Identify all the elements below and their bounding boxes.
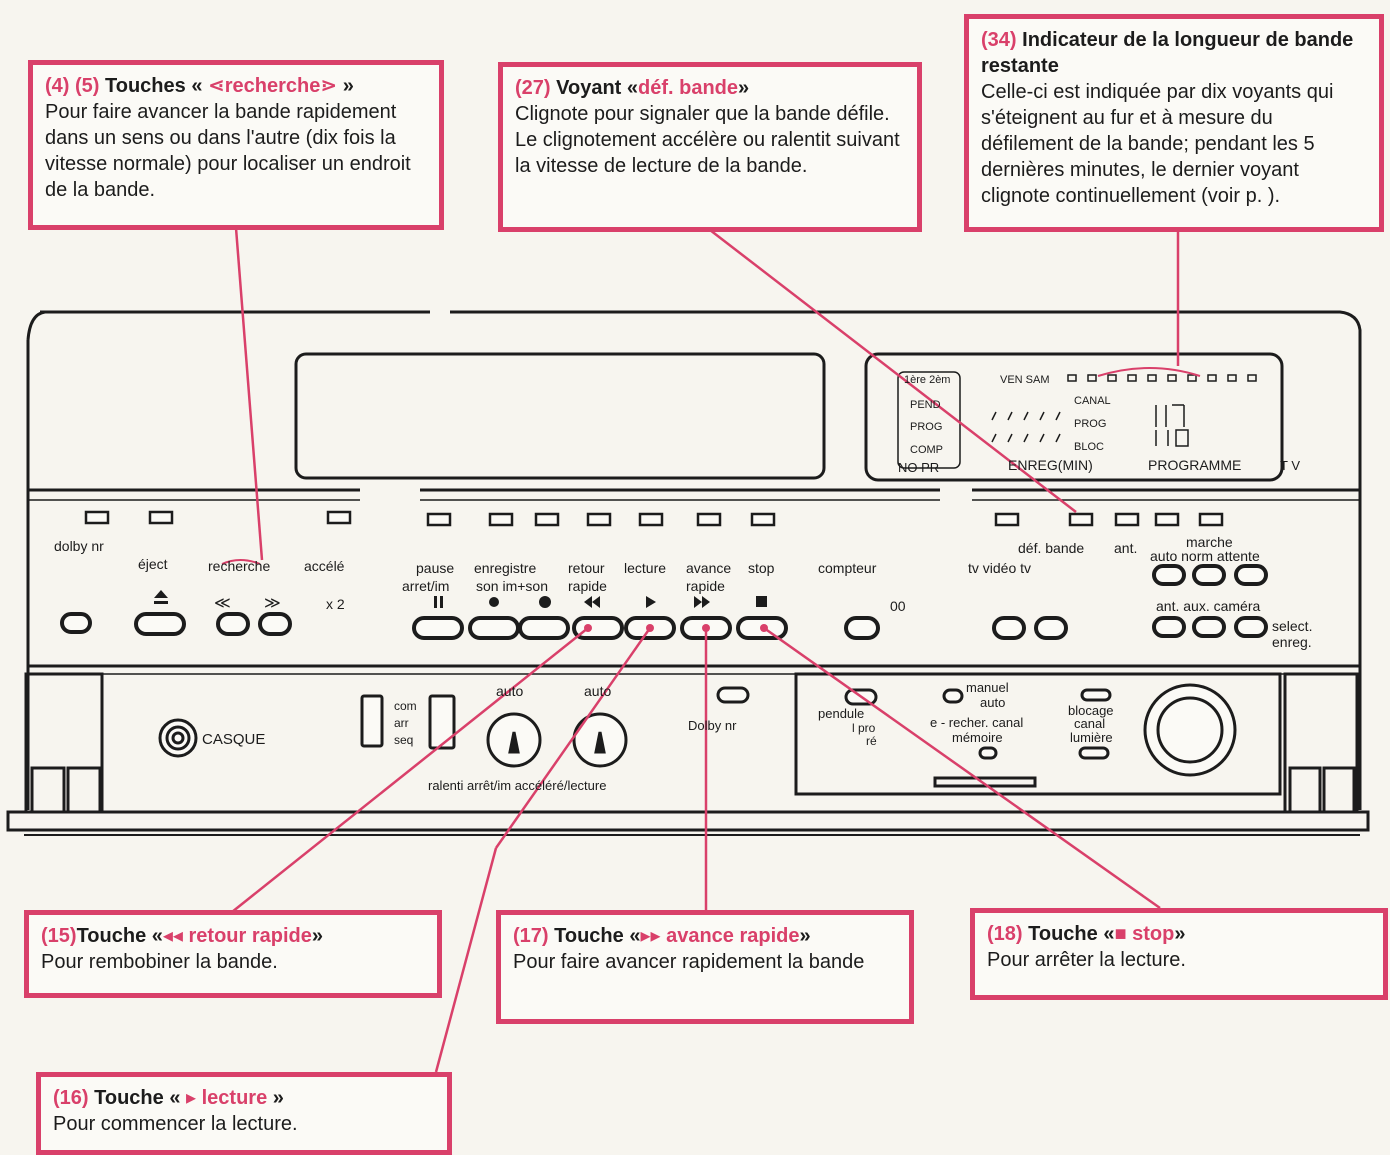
callout-stop-body: Pour arrêter la lecture. [987, 949, 1186, 971]
search-back-button[interactable] [216, 612, 250, 636]
dolby-button[interactable] [60, 612, 92, 634]
pro-label: l pro [852, 721, 876, 735]
ralenti-label: ralenti arrêt/im accéléré/lecture [428, 778, 606, 793]
rapide2-label: rapide [686, 578, 725, 594]
auto3-label: auto [980, 695, 1005, 710]
callout-retour-rapide: (15)Touche «◂◂ retour rapide» Pour rembo… [24, 910, 442, 998]
display-days-label: VEN SAM [1000, 374, 1050, 386]
callout-bande-restante-body: Celle-ci est indiquée par dix voyants qu… [981, 81, 1334, 207]
callout-stop: (18) Touche «■ stop» Pour arrêter la lec… [970, 908, 1388, 1000]
display-canal: CANAL [1074, 395, 1111, 407]
lumiere-label: lumière [1070, 730, 1113, 745]
record-sound-button[interactable] [518, 616, 570, 640]
arret-label: arret/im [402, 578, 449, 594]
search-fwd-icon: ≫ [264, 595, 281, 612]
compteur-label: compteur [818, 560, 877, 576]
eject-label: éject [138, 556, 168, 572]
attente-button[interactable] [1234, 564, 1268, 586]
auto2-label: auto [584, 683, 611, 699]
norm-button[interactable] [1192, 564, 1226, 586]
tv-button[interactable] [992, 616, 1026, 640]
callout-recherche-body: Pour faire avancer la bande rapidement d… [45, 101, 411, 201]
pendule-label: pendule [818, 706, 864, 721]
manuel-label: manuel [966, 680, 1009, 695]
display-nopr: NO PR [898, 460, 939, 475]
pause-label: pause [416, 560, 454, 576]
callout-def-bande: (27) Voyant «déf. bande» Clignote pour s… [498, 62, 922, 232]
rapide1-label: rapide [568, 578, 607, 594]
video-button[interactable] [1034, 616, 1068, 640]
callout-lecture: (16) Touche « ▸ lecture » Pour commencer… [36, 1072, 452, 1155]
ant-button[interactable] [1152, 616, 1186, 638]
lecture-label: lecture [624, 560, 666, 576]
recherche-label: recherche [208, 558, 270, 574]
display-pend: PEND [910, 399, 941, 411]
retour-label: retour [568, 560, 605, 576]
display-comp: COMP [910, 444, 943, 456]
memoire-label: mémoire [952, 730, 1003, 745]
display-prog2: PROG [1074, 418, 1106, 430]
callout-retour-rapide-body: Pour rembobiner la bande. [41, 951, 278, 973]
select-label: select. [1272, 618, 1312, 634]
compteur-value: 00 [890, 598, 906, 614]
rewind-button[interactable] [572, 616, 624, 640]
auto-norm-attente-label: auto norm attente [1150, 548, 1260, 564]
re-label: ré [866, 734, 877, 748]
dolby-nr-label: Dolby nr [688, 718, 737, 733]
callout-avance-rapide: (17) Touche «▸▸ avance rapide» Pour fair… [496, 910, 914, 1024]
callout-def-bande-body: Clignote pour signaler que la bande défi… [515, 103, 900, 177]
aux-button[interactable] [1192, 616, 1226, 638]
enregistre-label: enregistre [474, 560, 536, 576]
accele-label: accélé [304, 558, 345, 574]
callout-recherche: (4) (5) Touches « ⋖recherche⋗ » Pour fai… [28, 60, 444, 230]
enreg-label: enreg. [1272, 634, 1312, 650]
camera-button[interactable] [1234, 616, 1268, 638]
arr-label: arr [394, 716, 409, 730]
x2-label: x 2 [326, 596, 345, 612]
display-tv: T V [1280, 458, 1300, 473]
casque-label: CASQUE [202, 731, 265, 748]
display-prog: PROG [910, 421, 942, 433]
eject-button[interactable] [134, 612, 186, 636]
pause-button[interactable] [412, 616, 464, 640]
blocage-label: blocage [1068, 703, 1114, 718]
search-back-icon: ≪ [214, 595, 231, 612]
display-bloc: BLOC [1074, 441, 1104, 453]
ant-aux-camera-label: ant. aux. caméra [1156, 598, 1260, 614]
def-bande-label: déf. bande [1018, 540, 1084, 556]
com-label: com [394, 699, 417, 713]
marche-label: marche [1186, 534, 1233, 550]
seq-label: seq [394, 733, 413, 747]
tv-video-label: tv vidéo tv [968, 560, 1031, 576]
canal-label: canal [1074, 716, 1105, 731]
display-enreg-min: ENREG(MIN) [1008, 457, 1093, 473]
auto1-label: auto [496, 683, 523, 699]
callout-bande-restante: (34) Indicateur de la longueur de bande … [964, 14, 1384, 232]
display-programme: PROGRAMME [1148, 457, 1241, 473]
counter-button[interactable] [844, 616, 880, 640]
auto-button[interactable] [1152, 564, 1186, 586]
recher-canal-label: e - recher. canal [930, 715, 1023, 730]
callout-avance-rapide-body: Pour faire avancer rapidement la bande [513, 951, 865, 973]
ant-label: ant. [1114, 540, 1137, 556]
stop-label: stop [748, 560, 775, 576]
son-im-label: son im+son [476, 578, 548, 594]
dolby-label: dolby nr [54, 538, 104, 554]
record-button[interactable] [468, 616, 520, 640]
avance-label: avance [686, 560, 731, 576]
search-fwd-button[interactable] [258, 612, 292, 636]
display-day-label: 1ère 2èm [904, 374, 950, 386]
callout-lecture-body: Pour commencer la lecture. [53, 1113, 298, 1135]
